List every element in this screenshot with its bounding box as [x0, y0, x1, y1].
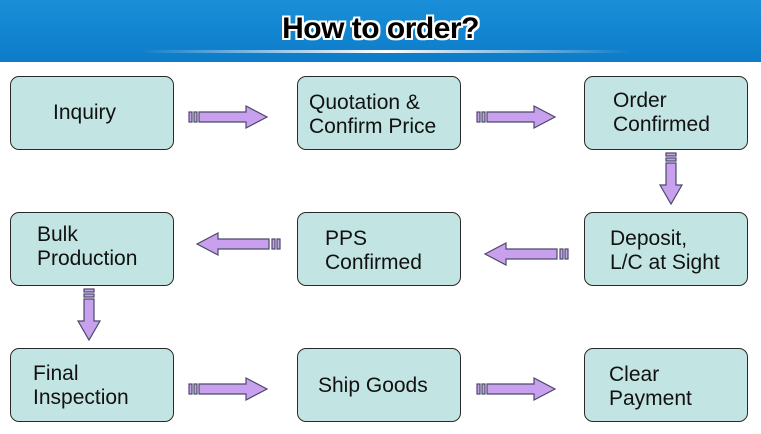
- page-title: How to order?: [282, 12, 479, 45]
- step-order-confirmed: Order Confirmed: [584, 76, 748, 150]
- step-label: Quotation & Confirm Price: [309, 91, 437, 138]
- arrow-right-icon: [188, 105, 269, 129]
- step-label: Final Inspection: [33, 362, 129, 409]
- step-bulk-production: Bulk Production: [10, 212, 174, 286]
- arrow-down-icon: [658, 152, 684, 206]
- step-label: Clear Payment: [609, 363, 692, 410]
- arrow-left-icon: [483, 242, 569, 266]
- step-label: Ship Goods: [318, 374, 428, 397]
- arrow-right-icon: [476, 377, 557, 401]
- step-final-inspection: Final Inspection: [10, 348, 174, 422]
- step-label: Bulk Production: [37, 223, 138, 270]
- arrow-left-icon: [195, 232, 281, 256]
- step-pps-confirmed: PPS Confirmed: [297, 212, 461, 286]
- step-label: Deposit, L/C at Sight: [610, 227, 720, 274]
- step-label: PPS Confirmed: [325, 227, 422, 274]
- step-quotation: Quotation & Confirm Price: [297, 76, 461, 150]
- step-label: Inquiry: [53, 101, 117, 124]
- step-deposit: Deposit, L/C at Sight: [584, 212, 748, 286]
- arrow-right-icon: [188, 377, 269, 401]
- step-ship-goods: Ship Goods: [297, 348, 461, 422]
- arrow-down-icon: [76, 288, 102, 342]
- step-label: Order Confirmed: [613, 89, 710, 136]
- header-divider: [140, 50, 630, 53]
- step-inquiry: Inquiry: [10, 76, 174, 150]
- arrow-right-icon: [476, 105, 557, 129]
- step-clear-payment: Clear Payment: [584, 348, 748, 422]
